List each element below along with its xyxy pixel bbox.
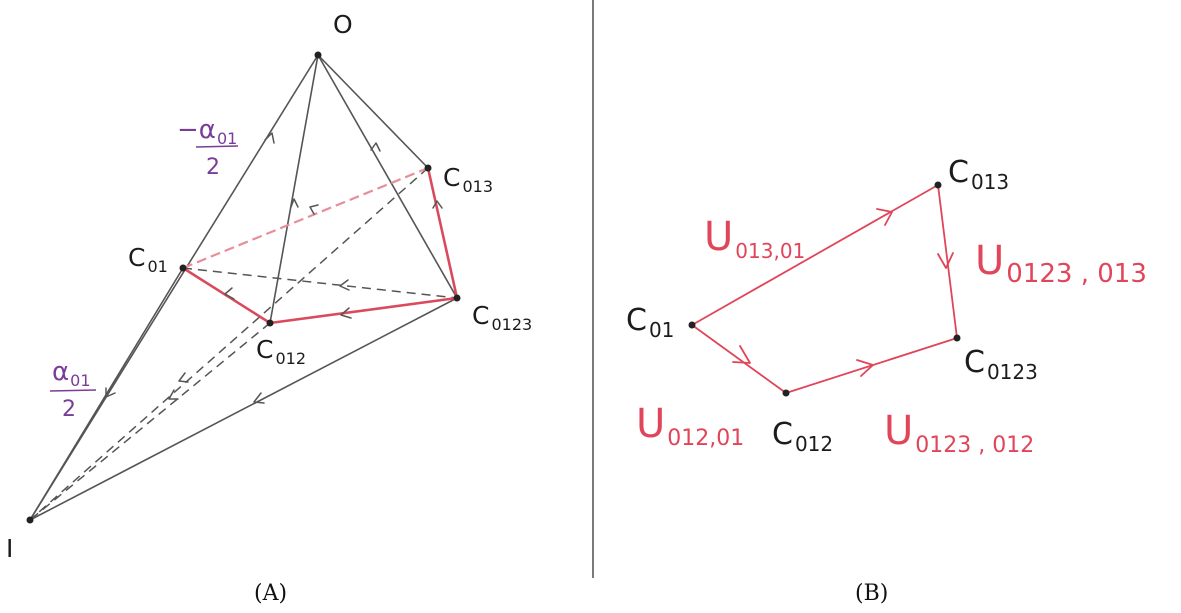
edge-label-u0123-013: U0123 , 013 (975, 238, 1147, 289)
arrow-c012-o (290, 198, 299, 208)
arrow-oi-up (264, 132, 275, 144)
vertex-c012-dot (266, 319, 274, 327)
dashed-edge-c013-i (29, 167, 429, 521)
edge-label-minus-alpha-over-2: −α01 2 (177, 115, 239, 180)
arrow-c013-c0123 (937, 252, 954, 269)
fraction-bar-lower (49, 389, 97, 392)
node-c0123-dot (953, 334, 961, 342)
edge-o-c0123 (317, 54, 458, 299)
arrow-c01-c013 (876, 208, 893, 226)
vertex-o-dot (314, 51, 322, 59)
node-c012-dot (782, 389, 790, 397)
arrow-c0123-c01 (339, 279, 350, 291)
svg-text:2: 2 (206, 155, 220, 180)
arrow-c012-i (178, 372, 189, 383)
red-edge-c0123-c012 (268, 296, 459, 325)
svg-text:α01: α01 (52, 357, 91, 390)
vertex-c01-dot (179, 264, 187, 272)
svg-text:2: 2 (62, 397, 76, 422)
edge-label-u0123-012: U0123 , 012 (884, 408, 1034, 458)
dashed-edge-c01-c0123 (182, 267, 458, 299)
arrow-c0123-o (370, 142, 381, 152)
caption-a: (A) (254, 581, 287, 606)
fraction-bar-upper (195, 145, 239, 148)
svg-text:−α01: −α01 (177, 115, 237, 148)
vertex-i-label: I (6, 534, 13, 563)
arrow-c0123-c012 (340, 307, 352, 319)
vertex-c0123-dot (453, 294, 461, 302)
arrow-c012-c0123 (856, 359, 874, 377)
red-edge-c01-c013 (691, 184, 939, 326)
arrow-c0123-i (253, 392, 265, 404)
arrow-c013-c01 (309, 204, 319, 215)
red-edge-c013-c0123 (937, 184, 958, 339)
caption-b: (B) (855, 581, 888, 606)
edge-label-u012-01: U012,01 (636, 401, 744, 451)
edge-o-c013 (317, 54, 429, 169)
edge-c0123-i (29, 297, 458, 521)
arrow-oi-down (105, 387, 116, 398)
vertex-c013-dot (424, 164, 432, 172)
edge-label-alpha-over-2: α01 2 (49, 357, 97, 422)
dashed-edge-c012-i (29, 322, 271, 521)
arrow-c013-i (168, 389, 179, 400)
red-edge-c013-c0123 (426, 166, 459, 300)
arrow-c01-c012 (732, 345, 751, 364)
red-edge-c01-c012 (691, 324, 787, 394)
arrow-c0123-c013 (432, 200, 443, 209)
edge-o-i (29, 54, 319, 521)
vertex-o-label: O (333, 10, 353, 39)
vertex-i-dot (26, 516, 34, 524)
arrow-c012-c01 (224, 287, 235, 300)
node-c013-dot (934, 181, 942, 189)
node-c01-dot (688, 321, 696, 329)
